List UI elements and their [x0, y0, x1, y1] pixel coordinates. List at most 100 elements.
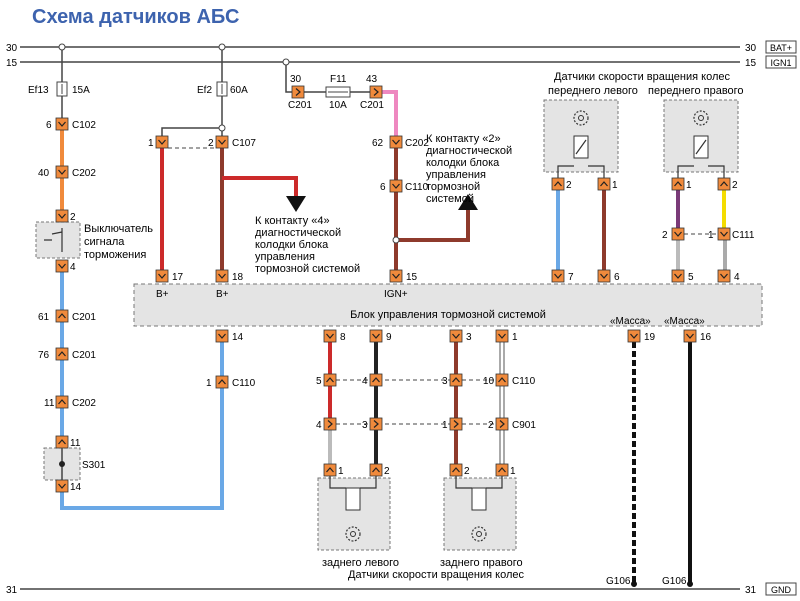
module-top-pins: 17 18 15 7 6 5 4 [155, 269, 740, 283]
svg-text:62: 62 [372, 138, 384, 149]
svg-text:6: 6 [614, 272, 620, 283]
connector-c110-6: 6 C110 [380, 179, 429, 193]
svg-text:1: 1 [148, 138, 154, 149]
svg-text:8: 8 [340, 332, 346, 343]
svg-text:C110: C110 [512, 376, 536, 387]
svg-text:10: 10 [483, 376, 495, 387]
svg-text:заднего левого: заднего левого [322, 557, 399, 569]
ground-g106-right: G106 [662, 576, 687, 587]
brake-control-module: Блок управления тормозной системой B+ B+… [133, 283, 763, 327]
svg-text:5: 5 [688, 272, 694, 283]
fuse-ef2: Ef2 60A [197, 81, 248, 97]
brake-light-switch: 2 4 Выключатель сигнала торможения [35, 209, 153, 273]
note-pin4: К контакту «4» диагностической колодки б… [255, 215, 360, 275]
rail-bat: 30 30 BAT+ [6, 40, 797, 54]
front-right-sensor: 1 2 [663, 99, 739, 191]
svg-text:14: 14 [232, 332, 244, 343]
svg-text:2: 2 [208, 138, 214, 149]
rail-ign: 15 15 IGN1 [6, 55, 797, 69]
svg-text:2: 2 [464, 466, 470, 477]
svg-text:5: 5 [316, 376, 322, 387]
rail-gnd: 31 31 GND [6, 582, 797, 596]
svg-text:15: 15 [745, 58, 757, 69]
svg-text:Выключатель: Выключатель [84, 223, 153, 235]
svg-text:2: 2 [566, 180, 572, 191]
svg-text:30: 30 [6, 43, 18, 54]
svg-text:управления: управления [426, 169, 486, 181]
svg-text:тормозной: тормозной [426, 181, 480, 193]
connector-c202-62: 62 C202 [372, 135, 429, 149]
svg-text:19: 19 [644, 332, 656, 343]
svg-text:Датчики скорости вращения коле: Датчики скорости вращения колес [554, 71, 730, 83]
svg-text:31: 31 [745, 585, 757, 596]
connector-c110-rear: 5 4 3 10 C110 [316, 373, 536, 387]
svg-text:15A: 15A [72, 85, 90, 96]
front-left-sensor: 2 1 [543, 99, 619, 191]
connector-c201-76: 76 C201 [38, 347, 96, 361]
svg-text:G106: G106 [606, 576, 631, 587]
svg-text:2: 2 [488, 420, 494, 431]
connector-c102: 6 C102 [46, 117, 96, 131]
svg-text:C202: C202 [405, 138, 429, 149]
svg-text:IGN1: IGN1 [770, 58, 791, 68]
svg-text:4: 4 [70, 262, 76, 273]
svg-text:4: 4 [362, 376, 368, 387]
svg-text:4: 4 [316, 420, 322, 431]
svg-text:1: 1 [612, 180, 618, 191]
svg-text:колодки блока: колодки блока [255, 239, 329, 251]
svg-text:40: 40 [38, 168, 50, 179]
svg-text:C201: C201 [288, 100, 312, 111]
svg-text:9: 9 [386, 332, 392, 343]
svg-text:B+: B+ [156, 289, 169, 300]
svg-text:торможения: торможения [84, 249, 146, 261]
svg-text:F11: F11 [330, 74, 347, 85]
connector-c201-61: 61 C201 [38, 309, 96, 323]
svg-text:К контакту «4»: К контакту «4» [255, 215, 330, 227]
svg-text:управления: управления [255, 251, 315, 263]
svg-text:диагностической: диагностической [426, 145, 512, 157]
rear-right-sensor: 2 1 заднего правого [440, 463, 523, 569]
svg-text:диагностической: диагностической [255, 227, 341, 239]
svg-text:6: 6 [380, 182, 386, 193]
svg-text:1: 1 [686, 180, 692, 191]
svg-text:C111: C111 [732, 230, 755, 241]
svg-text:C107: C107 [232, 138, 256, 149]
svg-text:«Масса»: «Масса» [610, 316, 651, 327]
svg-text:16: 16 [700, 332, 712, 343]
connector-c202-upper: 40 C202 [38, 165, 96, 179]
svg-text:1: 1 [510, 466, 516, 477]
svg-text:IGN+: IGN+ [384, 289, 408, 300]
svg-text:11: 11 [44, 398, 55, 409]
splice-s301: 11 14 S301 [43, 435, 106, 493]
svg-text:43: 43 [366, 74, 378, 85]
ground-g106-left: G106 [606, 576, 631, 587]
svg-text:«Масса»: «Масса» [664, 316, 705, 327]
svg-text:колодки блока: колодки блока [426, 157, 500, 169]
svg-text:7: 7 [568, 272, 574, 283]
svg-text:31: 31 [6, 585, 18, 596]
rear-left-sensor: 1 2 заднего левого [317, 463, 399, 569]
svg-text:BAT+: BAT+ [770, 43, 792, 53]
svg-text:60A: 60A [230, 85, 248, 96]
svg-text:S301: S301 [82, 460, 106, 471]
svg-text:61: 61 [38, 312, 50, 323]
svg-text:3: 3 [442, 376, 448, 387]
svg-text:переднего левого: переднего левого [548, 85, 638, 97]
svg-text:2: 2 [662, 230, 668, 241]
svg-text:C110: C110 [405, 182, 429, 193]
front-sensors-label: Датчики скорости вращения колес переднег… [548, 71, 744, 97]
svg-text:2: 2 [70, 212, 76, 223]
svg-text:C202: C202 [72, 398, 96, 409]
connector-c201-30: 30 C201 [288, 74, 312, 111]
connector-c107: 1 2 C107 [148, 135, 256, 149]
rear-sensors-label: Датчики скорости вращения колес [348, 569, 524, 581]
svg-text:2: 2 [732, 180, 738, 191]
connector-c201-43: 43 C201 [360, 74, 384, 111]
svg-text:6: 6 [46, 120, 52, 131]
fuse-f11: F11 10A [325, 74, 351, 111]
svg-text:11: 11 [70, 438, 81, 449]
connector-c111: 2 1 C111 [662, 227, 755, 241]
note-pin2: К контакту «2» диагностической колодки б… [426, 133, 512, 205]
svg-text:10A: 10A [329, 100, 347, 111]
